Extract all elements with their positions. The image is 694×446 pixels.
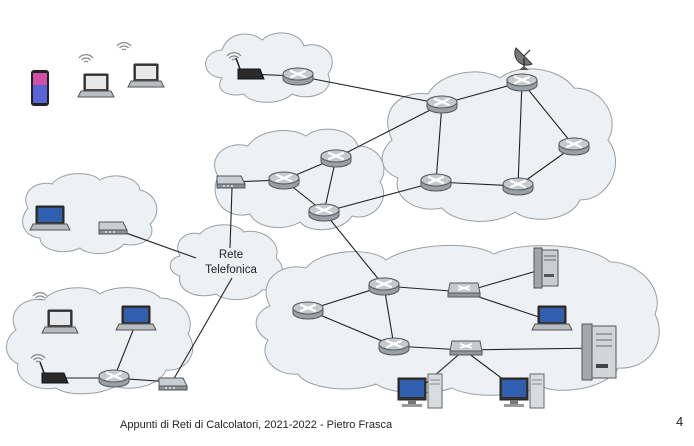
router-icon	[557, 136, 591, 157]
modem-icon	[158, 377, 188, 391]
page-number: 4	[676, 414, 684, 429]
smartphone-icon	[31, 70, 49, 106]
router-icon	[419, 172, 453, 193]
laptop-icon	[127, 63, 165, 88]
router-icon	[267, 170, 301, 191]
router-icon	[367, 276, 401, 297]
satellite-dish-icon	[514, 47, 533, 70]
router-icon	[97, 368, 131, 389]
server-icon	[581, 323, 617, 381]
wifi-signal-icon	[116, 42, 132, 51]
router-icon	[505, 72, 539, 93]
router-icon	[281, 66, 315, 87]
router-icon	[319, 148, 353, 169]
switch-icon	[447, 282, 481, 298]
laptop-icon	[531, 305, 573, 331]
server-icon	[533, 247, 559, 289]
laptop-icon	[29, 205, 71, 231]
router-icon	[307, 202, 341, 223]
laptop-icon	[77, 73, 115, 98]
router-icon	[377, 336, 411, 357]
router-icon	[425, 94, 459, 115]
wifi-signal-icon	[78, 54, 94, 63]
laptop-icon	[115, 305, 157, 331]
cloud-label-line1: Rete	[219, 249, 243, 261]
cloud-label-line2: Telefonica	[205, 264, 257, 276]
slide-footer: Appunti di Reti di Calcolatori, 2021-202…	[120, 419, 393, 431]
desktop-computer-icon	[397, 373, 443, 409]
modem-icon	[216, 175, 246, 189]
router-icon	[501, 176, 535, 197]
router-icon	[291, 300, 325, 321]
modem-icon	[98, 221, 128, 235]
desktop-computer-icon	[499, 373, 545, 409]
switch-icon	[449, 340, 483, 356]
cloud-top-access-net	[205, 32, 333, 103]
